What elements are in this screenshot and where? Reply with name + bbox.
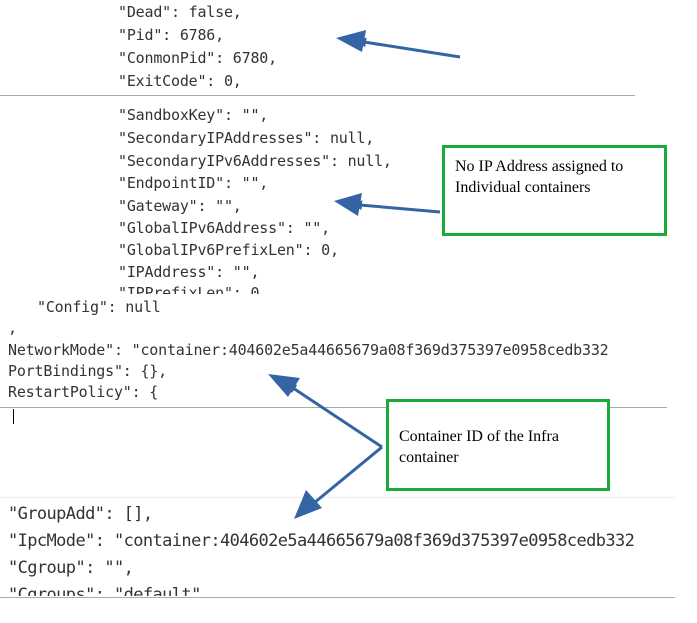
arrowhead — [294, 490, 322, 519]
code-line: "Gateway": "", — [118, 197, 242, 215]
code-line: "GroupAdd": [], — [8, 504, 153, 524]
arrow-ipcmode — [307, 445, 383, 509]
code-line: "IPPrefixLen": 0, — [118, 284, 269, 294]
inspect-panel-network: "SandboxKey": "", "SecondaryIPAddresses"… — [0, 96, 697, 294]
inspect-panel-ipc: "GroupAdd": [], "IpcMode": "container:40… — [0, 500, 676, 596]
code-line: "ConmonPid": 6780, — [118, 49, 277, 67]
divider — [0, 95, 635, 96]
code-line: "SecondaryIPv6Addresses": null, — [118, 152, 392, 170]
divider — [0, 497, 675, 498]
annotation-text: No IP Address assigned to Individual con… — [455, 158, 624, 196]
code-line-ipcmode: "IpcMode": "container:404602e5a44665679a… — [8, 531, 635, 551]
code-line-networkmode: NetworkMode": "container:404602e5a446656… — [8, 341, 609, 359]
code-line: "ExitCode": 0, — [118, 72, 242, 90]
inspect-panel-hostconfig: NetworkMode": "container:404602e5a446656… — [0, 338, 668, 404]
code-line: "GlobalIPv6PrefixLen": 0, — [118, 241, 339, 259]
arrowhead — [268, 374, 300, 397]
arrow-networkmode — [286, 383, 383, 449]
code-line: PortBindings": {}, — [8, 362, 167, 380]
arrow-ip — [352, 200, 441, 214]
code-line: "GlobalIPv6Address": "", — [118, 219, 330, 237]
code-line: RestartPolicy": { — [8, 383, 159, 401]
code-line: "Dead": false, — [118, 3, 242, 21]
arrowhead — [336, 30, 366, 52]
arrow-pid — [356, 37, 461, 59]
code-line: "SecondaryIPAddresses": null, — [118, 129, 375, 147]
divider — [0, 597, 675, 598]
inspect-panel-state: "Dead": false, "Pid": 6786, "ConmonPid":… — [0, 0, 697, 94]
divider — [0, 407, 667, 408]
code-line: "Cgroups": "default", — [8, 585, 211, 596]
code-line-config: "Config": null — [37, 298, 161, 316]
code-line: "Cgroup": "", — [8, 558, 134, 578]
code-line-pid: "Pid": 6786, — [118, 26, 224, 44]
arrowhead — [334, 193, 362, 216]
code-line: , — [8, 319, 17, 337]
annotation-ip-address: No IP Address assigned to Individual con… — [442, 145, 667, 236]
annotation-text: Container ID of the Infra container — [399, 428, 559, 466]
code-line: "IPAddress": "", — [118, 263, 260, 281]
annotation-infra-container: Container ID of the Infra container — [386, 399, 610, 491]
code-line: "SandboxKey": "", — [118, 106, 269, 124]
code-line: "EndpointID": "", — [118, 174, 269, 192]
text-cursor — [13, 409, 14, 424]
